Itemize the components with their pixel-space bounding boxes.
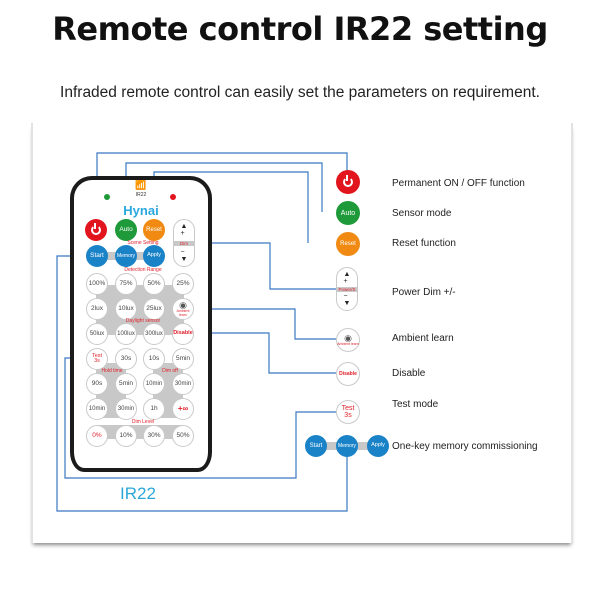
detection-50-button[interactable]: 50%	[143, 273, 165, 295]
dimoff-infinite-button[interactable]: +∞	[172, 398, 194, 420]
connector-ambient	[180, 308, 336, 340]
dimoff-30min-button[interactable]: 30min	[172, 373, 194, 395]
legend-dim-label: Power/S	[337, 286, 357, 292]
legend-desc-auto: Sensor mode	[392, 208, 452, 219]
legend-reset-button: Reset	[336, 232, 360, 256]
dim-level-50-button[interactable]: 50%	[172, 425, 194, 447]
hold-30min-button[interactable]: 30min	[115, 398, 137, 420]
daylight-300lux-button[interactable]: 300lux	[143, 323, 165, 345]
apply-button[interactable]: Apply	[143, 245, 165, 267]
power-icon	[91, 223, 101, 235]
legend-disable-label: Disable	[339, 370, 357, 377]
remote-model-label: IR22	[120, 484, 156, 503]
detection-75-button[interactable]: 75%	[115, 273, 137, 295]
dim-level-0-button[interactable]: 0%	[86, 425, 108, 447]
memory-button[interactable]: Memory	[115, 245, 137, 267]
disable-button[interactable]: Disable	[172, 323, 194, 345]
daylight-50lux-button[interactable]: 50lux	[86, 323, 108, 345]
daylight-10lux-button[interactable]: 10lux	[115, 298, 137, 320]
connector-dim	[180, 242, 336, 290]
connector-memory	[56, 255, 348, 512]
legend-desc-test: Test mode	[392, 399, 439, 410]
legend-auto-button: Auto	[336, 201, 360, 225]
legend-start-button: Start	[305, 435, 327, 457]
led-red	[170, 194, 176, 200]
daylight-25lux-button[interactable]: 25lux	[143, 298, 165, 320]
scene-setting-label: Scene Setting	[127, 240, 159, 246]
disable-label: Disable	[173, 330, 193, 337]
daylight-2lux-button[interactable]: 2lux	[86, 298, 108, 320]
daylight-100lux-button[interactable]: 100lux	[115, 323, 137, 345]
legend-desc-ambient: Ambient learn	[392, 333, 454, 344]
start-button[interactable]: Start	[86, 245, 108, 267]
dim-off-label: Dim off	[162, 368, 178, 374]
dim-down-icon: −▼	[343, 293, 351, 307]
legend-desc-dim: Power Dim +/-	[392, 287, 456, 298]
led-green	[104, 194, 110, 200]
dim-level-0-label: 0%	[92, 431, 102, 439]
eye-icon: ◉	[344, 332, 352, 343]
hold-90s-button[interactable]: 90s	[86, 373, 108, 395]
dimoff-10s-button[interactable]: 10s	[143, 348, 165, 370]
dim-down-icon[interactable]: −▼	[180, 249, 188, 263]
legend-apply-button: Apply	[367, 435, 389, 457]
dimoff-1h-button[interactable]: 1h	[143, 398, 165, 420]
page-subtitle: Infraded remote control can easily set t…	[60, 84, 540, 101]
dimoff-10min-button[interactable]: 10min	[143, 373, 165, 395]
hold-30s-button[interactable]: 30s	[115, 348, 137, 370]
legend-dim-control: ▲+ Power/S −▼	[336, 267, 358, 311]
legend-test-button: Test 3s	[336, 400, 360, 424]
ir-model-small: IR22	[135, 192, 147, 198]
dim-control[interactable]: ▲+ Dim −▼	[173, 219, 195, 267]
power-button[interactable]	[85, 219, 107, 241]
connector-disable	[180, 332, 336, 374]
reset-button[interactable]: Reset	[143, 219, 165, 241]
detection-100-button[interactable]: 100%	[86, 273, 108, 295]
dim-level-30-button[interactable]: 30%	[143, 425, 165, 447]
test-3s-button[interactable]: Test 3s	[86, 348, 108, 370]
legend-ambient-button: ◉ Ambient learn	[336, 328, 360, 352]
test-3s-label: Test 3s	[91, 352, 103, 364]
dim-up-icon: ▲+	[343, 271, 351, 285]
dim-level-10-button[interactable]: 10%	[115, 425, 137, 447]
daylight-sensor-label: Daylight sensor	[125, 318, 161, 324]
legend-ambient-label: Ambient learn	[337, 341, 359, 346]
ambient-learn-button[interactable]: ◉ Ambient learn	[172, 298, 194, 320]
legend-memory-button: Memory	[336, 435, 358, 457]
eye-icon: ◉	[179, 300, 187, 310]
dim-up-icon[interactable]: ▲+	[180, 223, 188, 237]
page-title: Remote control IR22 setting	[52, 10, 548, 48]
wifi-signal-icon: 📶	[135, 180, 147, 190]
ambient-learn-label: Ambient learn	[176, 309, 190, 317]
legend-desc-reset: Reset function	[392, 238, 456, 249]
brand-logo: Hynai	[123, 203, 159, 218]
detection-25-button[interactable]: 25%	[172, 273, 194, 295]
hold-time-label: Hold time	[101, 368, 123, 374]
hold-5min-button[interactable]: 5min	[115, 373, 137, 395]
legend-disable-button: Disable	[336, 362, 360, 386]
auto-button[interactable]: Auto	[115, 219, 137, 241]
cluster-bg-4	[96, 425, 184, 439]
legend-test-label: Test 3s	[341, 405, 355, 419]
legend-power-button	[336, 170, 360, 194]
hold-10min-button[interactable]: 10min	[86, 398, 108, 420]
dim-level-label: Dim Level	[131, 419, 155, 425]
connector-test	[64, 357, 336, 479]
legend-desc-power: Permanent ON / OFF function	[392, 178, 525, 189]
dim-label: Dim	[174, 240, 194, 246]
legend-desc-memory: One-key memory commissioning	[392, 441, 538, 452]
infinite-label: +∞	[177, 404, 189, 413]
cluster-bg-1	[96, 285, 184, 335]
legend-desc-disable: Disable	[392, 368, 426, 379]
detection-range-label: Detection Range	[124, 267, 162, 273]
dimoff-5min-button[interactable]: 5min	[172, 348, 194, 370]
power-icon	[343, 175, 353, 187]
